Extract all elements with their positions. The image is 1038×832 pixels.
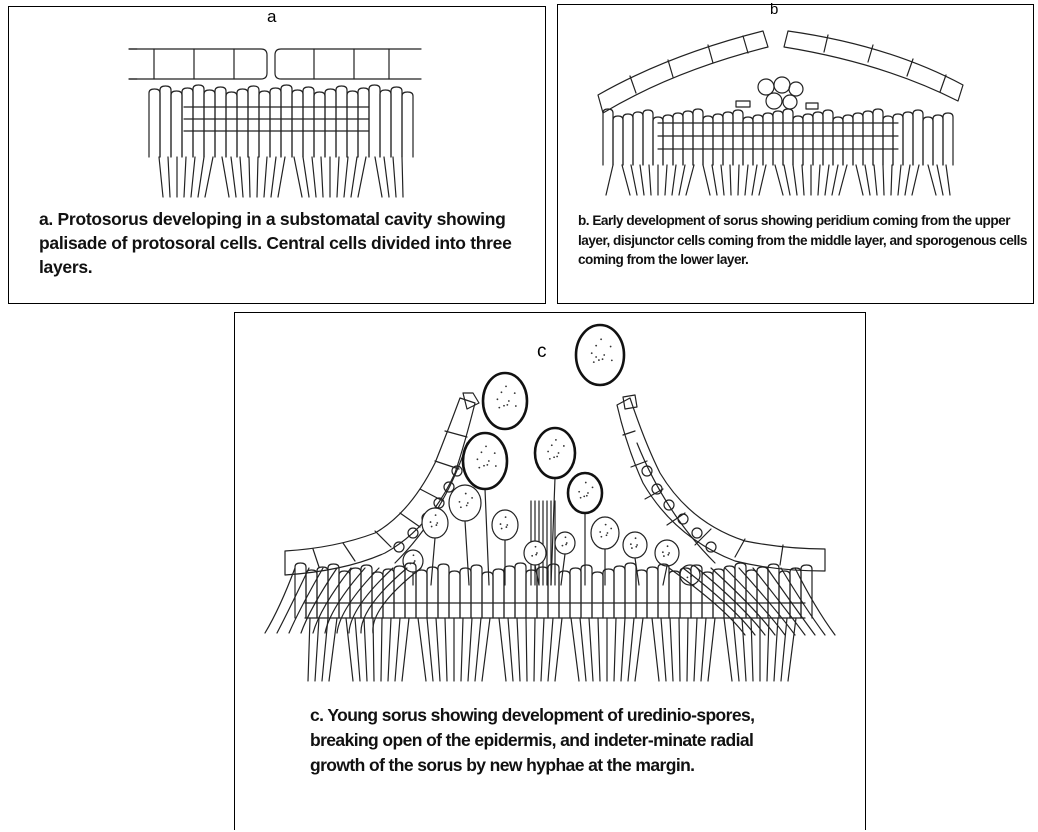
caption-b: b. Early development of sorus showing pe…	[578, 211, 1028, 270]
protosorus-drawing	[9, 7, 547, 207]
caption-a: a. Protosorus developing in a substomata…	[39, 207, 534, 279]
caption-c: c. Young sorus showing development of ur…	[310, 703, 810, 778]
early-sorus-drawing	[558, 5, 1035, 210]
young-sorus-drawing	[235, 313, 867, 698]
panel-a: a a. Protosorus developing in a substoma…	[8, 6, 546, 304]
panel-b: b b. Early development of sorus	[557, 4, 1034, 304]
panel-c: c	[234, 312, 866, 830]
